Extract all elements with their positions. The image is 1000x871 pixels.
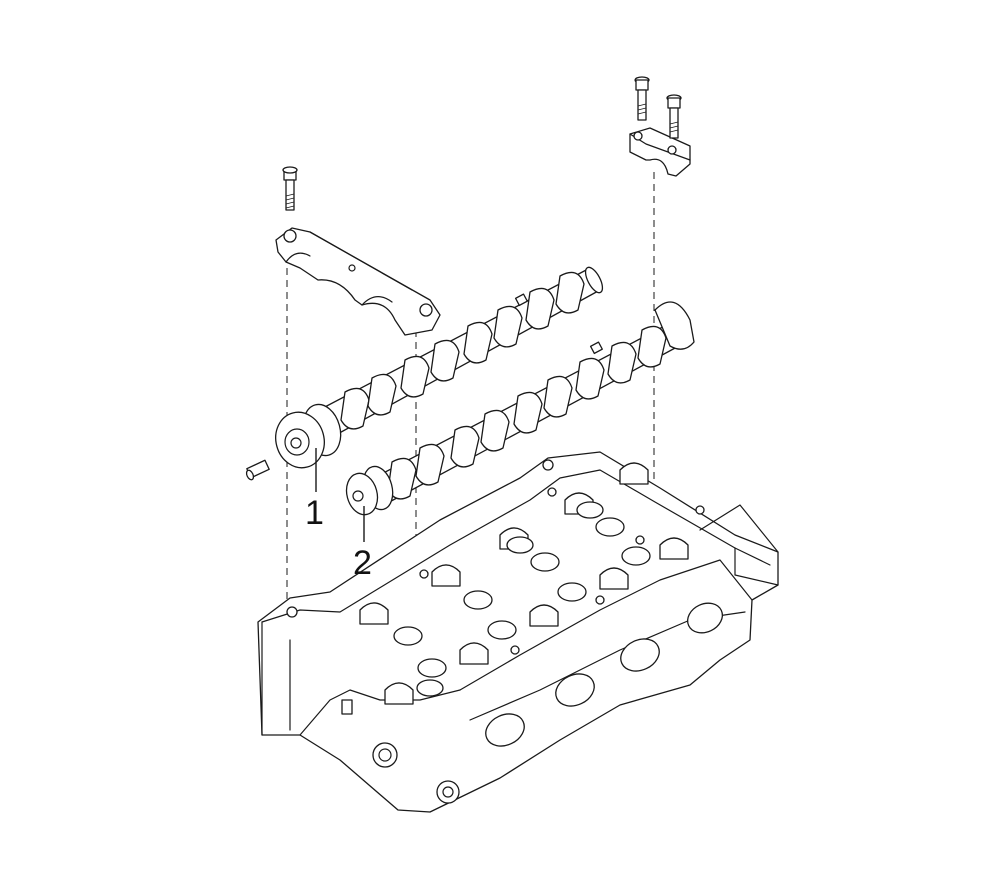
intake-camshaft [275,266,604,469]
front-cap-bolt [282,166,298,211]
cylinder-head [257,451,779,813]
intake-ports [485,602,724,747]
rear-bearing-cap [629,127,691,177]
callout-2: 2 [353,544,372,582]
callout-1: 1 [305,494,324,532]
exhaust-camshaft [345,301,695,516]
rear-cap-bolt-1 [634,76,650,121]
exhaust-journal-saddles [384,537,689,705]
rear-cap-bolt-2 [666,94,682,139]
head-bolt-holes [286,459,705,655]
dowel-pin [245,459,270,481]
lifter-bores [393,501,651,697]
front-bearing-cap [275,227,441,336]
